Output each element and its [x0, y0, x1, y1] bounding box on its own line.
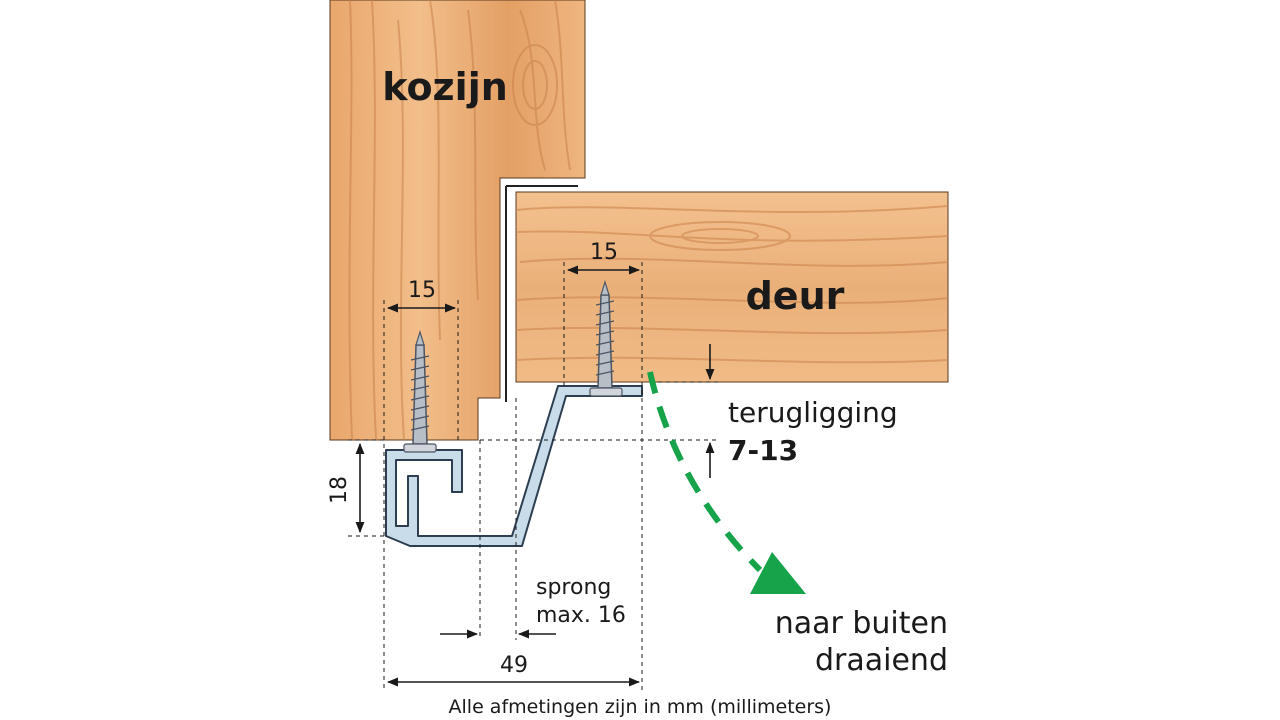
opening-direction-arrow: [647, 371, 806, 594]
dim-frame-screw-value: 15: [408, 278, 436, 303]
frame-wood: [329, 0, 586, 441]
units-caption: Alle afmetingen zijn in mm (millimeters): [449, 696, 832, 718]
setback-label: terugligging: [728, 396, 898, 429]
dim-door-screw-value: 15: [590, 240, 618, 265]
frame-screw: [403, 329, 437, 453]
dimension-arrows: [355, 265, 715, 687]
reference-lines: [348, 262, 720, 690]
step-label-line2: max. 16: [536, 603, 626, 628]
door-grain: [515, 205, 949, 364]
frame-label: kozijn: [382, 65, 508, 109]
metal-profile: [385, 385, 643, 547]
door-screw: [589, 279, 623, 397]
direction-label-line1: naar buiten: [775, 606, 948, 641]
frame-grain: [348, 0, 571, 441]
dim-total-width-value: 49: [500, 653, 528, 678]
setback-value: 7-13: [728, 434, 798, 467]
door-wood: [515, 191, 949, 383]
dim-height-value: 18: [327, 476, 352, 504]
door-label: deur: [746, 274, 845, 318]
step-label-line1: sprong: [536, 575, 611, 600]
direction-label-line2: draaiend: [815, 643, 948, 678]
